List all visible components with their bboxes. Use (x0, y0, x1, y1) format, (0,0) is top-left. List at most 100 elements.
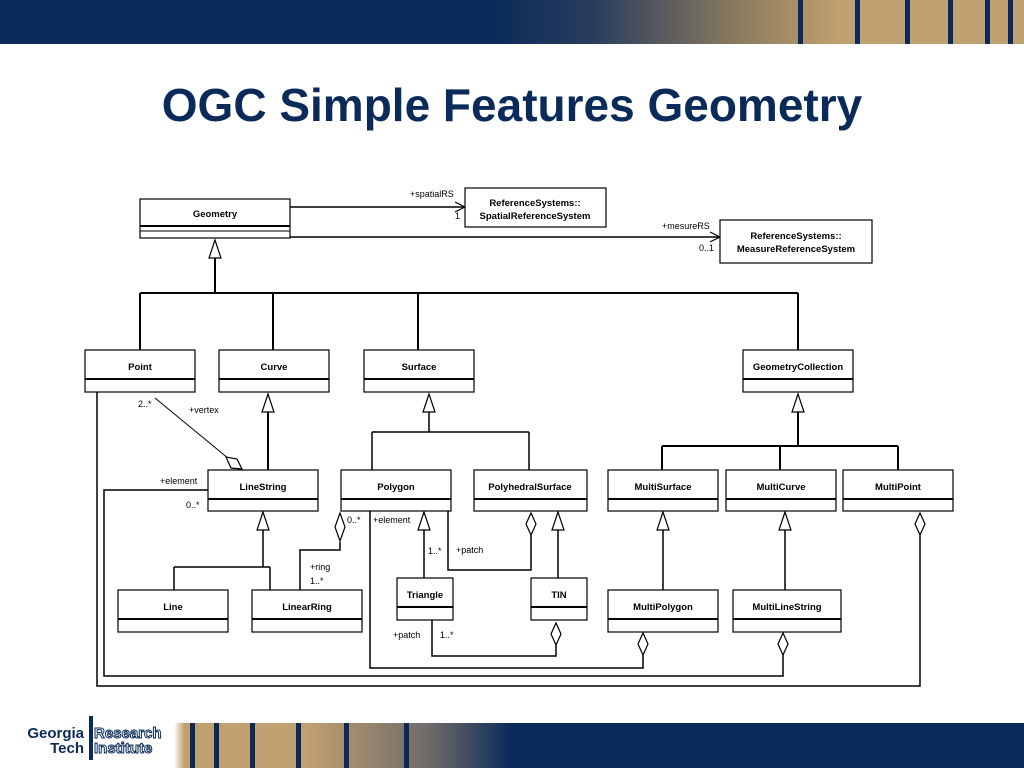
gen-arrow-multicurve (778, 510, 792, 531)
class-spatial-reference-system (464, 187, 607, 228)
top-stripe (1008, 0, 1013, 44)
slide-title: OGC Simple Features Geometry (161, 79, 863, 131)
class-name-curve: Curve (261, 362, 288, 373)
class-name-geometry-collection: GeometryCollection (753, 362, 843, 373)
class-surface (363, 349, 475, 393)
label-patch-role-2: +patch (393, 630, 420, 640)
logo-line-georgia: Georgia (27, 725, 84, 742)
bottom-stripe (214, 723, 219, 768)
top-stripe (985, 0, 990, 44)
assoc-element-multilinestring (103, 489, 784, 677)
gen-arrow-linestring (256, 510, 270, 531)
agg-diamond-multipoint (914, 511, 926, 537)
class-names: Geometry ReferenceSystems:: SpatialRefer… (128, 198, 922, 613)
agg-diamond-ring (334, 511, 346, 543)
class-multisurface (607, 469, 719, 512)
label-spatialrs-mult: 1 (455, 211, 460, 221)
bottom-stripe (296, 723, 301, 768)
class-name-polyhedral-surface: PolyhedralSurface (488, 482, 571, 493)
label-spatialrs-role: +spatialRS (410, 189, 454, 199)
bottom-stripe (404, 723, 409, 768)
georgia-tech-research-institute-logo: Georgia Tech Research Institute (6, 712, 176, 764)
assoc-element-multipolygon (369, 511, 644, 669)
bottom-stripe (190, 723, 195, 768)
class-name-measure-rs-line1: ReferenceSystems:: (750, 231, 841, 242)
top-stripe (798, 0, 803, 44)
class-linestring (207, 469, 319, 512)
gen-arrow-polyhedralsurface (551, 510, 565, 531)
class-name-multicurve: MultiCurve (756, 482, 805, 493)
logo-line-tech: Tech (50, 740, 84, 757)
class-name-multipolygon: MultiPolygon (633, 602, 693, 613)
class-name-measure-rs-line2: MeasureReferenceSystem (737, 244, 855, 255)
label-mesurers-role: +mesureRS (662, 221, 710, 231)
class-triangle (396, 577, 454, 621)
label-element-mult-1: 0..* (186, 500, 200, 510)
association-labels: +spatialRS 1 +mesureRS 0..1 2..* +vertex… (138, 189, 714, 640)
class-name-multipoint: MultiPoint (875, 482, 922, 493)
connectors (96, 207, 921, 687)
class-multicurve (725, 469, 837, 512)
label-vertex-role: +vertex (189, 405, 219, 415)
gen-arrow-curve (261, 392, 275, 413)
gen-arrow-geometrycollection (791, 392, 805, 413)
class-name-linear-ring: LinearRing (282, 602, 332, 613)
label-vertex-mult: 2..* (138, 399, 152, 409)
class-boxes (84, 187, 954, 633)
assoc-ring (299, 542, 341, 590)
class-name-tin: TIN (551, 590, 566, 601)
class-multipoint (842, 469, 954, 512)
top-banner (0, 0, 1024, 44)
class-name-geometry: Geometry (193, 209, 238, 220)
assoc-patch-polyhedral (447, 511, 532, 571)
agg-diamond-vertex (224, 456, 244, 470)
agg-diamond-tin (550, 621, 562, 647)
class-tin (530, 577, 588, 621)
class-linear-ring (251, 589, 363, 633)
class-name-linestring: LineString (240, 482, 287, 493)
bottom-banner (0, 723, 1024, 768)
class-multilinestring (732, 589, 842, 633)
logo-line-institute: Institute (94, 740, 153, 757)
agg-diamond-multilinestring (777, 631, 789, 657)
class-measure-reference-system (719, 219, 873, 264)
class-line (117, 589, 229, 633)
label-patch-mult-1: 1..* (428, 546, 442, 556)
class-name-line: Line (163, 602, 183, 613)
logo-divider (89, 716, 93, 760)
assoc-patch-tin (431, 614, 557, 657)
class-name-multisurface: MultiSurface (634, 482, 691, 493)
gen-arrow-multisurface (656, 510, 670, 531)
class-name-spatial-rs-line1: ReferenceSystems:: (489, 198, 580, 209)
class-polygon (340, 469, 452, 512)
aggregation-diamonds (224, 456, 926, 657)
class-polyhedral-surface (473, 469, 588, 512)
bottom-stripe (344, 723, 349, 768)
top-stripe (948, 0, 953, 44)
label-ring-mult-1: 0..* (347, 515, 361, 525)
logo-georgia-tech: Georgia Tech (8, 726, 84, 756)
label-mesurers-mult: 0..1 (699, 243, 714, 253)
agg-diamond-multipolygon (637, 631, 649, 657)
agg-diamond-polyhedral (525, 511, 537, 537)
top-stripe (855, 0, 860, 44)
label-element-role-1: +element (160, 476, 198, 486)
assoc-vertex (154, 397, 230, 460)
gen-arrow-surface (422, 392, 436, 413)
label-ring-role: +ring (310, 562, 330, 572)
bottom-stripe (250, 723, 255, 768)
class-multipolygon (607, 589, 719, 633)
assoc-element-multipoint (96, 392, 921, 687)
class-curve (218, 349, 330, 393)
logo-research-institute: Research Institute (94, 726, 163, 757)
class-name-multilinestring: MultiLineString (752, 602, 821, 613)
class-name-triangle: Triangle (407, 590, 443, 601)
class-name-spatial-rs-line2: SpatialReferenceSystem (480, 211, 591, 222)
class-name-point: Point (128, 362, 153, 373)
class-geometry-collection (742, 349, 854, 393)
top-stripe (905, 0, 910, 44)
label-ring-mult-2: 1..* (310, 576, 324, 586)
generalization-arrowheads (208, 238, 805, 531)
class-name-polygon: Polygon (377, 482, 415, 493)
